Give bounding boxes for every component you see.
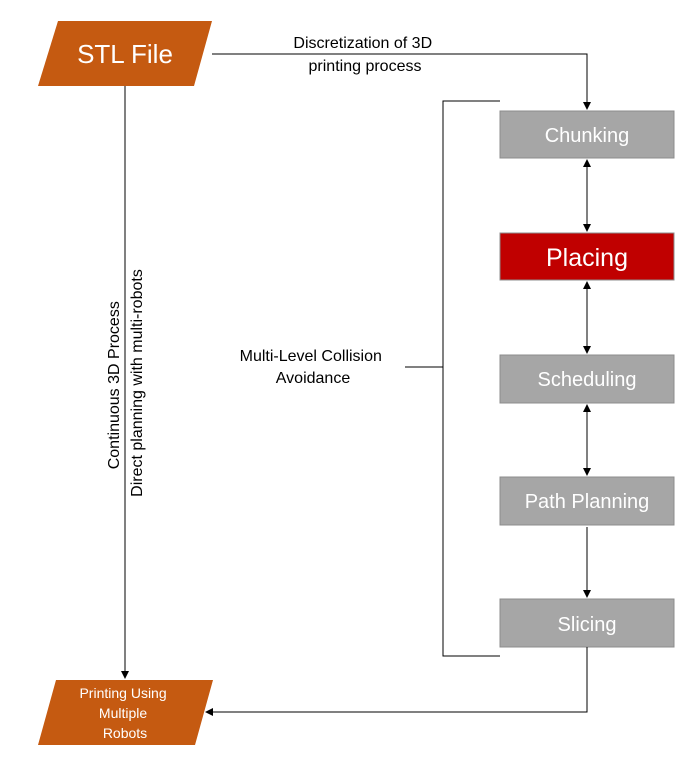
path-planning-node: Path Planning bbox=[499, 476, 675, 526]
printing-label-line-1: Printing Using bbox=[79, 685, 166, 701]
scheduling-node: Scheduling bbox=[499, 354, 675, 404]
slicing-box bbox=[499, 598, 675, 648]
edge-stl-to-chunking bbox=[212, 53, 591, 110]
discretization-label-line-1: Discretization of 3D bbox=[293, 35, 432, 52]
printing-label-line-3: Robots bbox=[103, 725, 147, 741]
path-planning-box bbox=[499, 476, 675, 526]
collision-label-line-1: Multi-Level Collision bbox=[240, 348, 382, 365]
collision-label: Multi-Level Collision Avoidance bbox=[240, 348, 387, 387]
slicing-label: Slicing bbox=[558, 614, 617, 636]
scheduling-box bbox=[499, 354, 675, 404]
printing-node: Printing Using Multiple Robots bbox=[38, 680, 213, 745]
collision-label-line-2: Avoidance bbox=[276, 370, 351, 387]
placing-label: Placing bbox=[546, 244, 628, 272]
printing-label: Printing Using Multiple Robots bbox=[79, 685, 170, 741]
discretization-label: Discretization of 3D printing process bbox=[293, 35, 436, 75]
chunking-label: Chunking bbox=[545, 125, 630, 147]
printing-shape bbox=[38, 680, 213, 745]
placing-box bbox=[499, 232, 675, 281]
chunking-box bbox=[499, 110, 675, 159]
slicing-node: Slicing bbox=[499, 598, 675, 648]
continuous-label-line-1: Continuous 3D Process bbox=[106, 301, 123, 469]
edge-slicing-to-printing bbox=[205, 647, 588, 716]
scheduling-label: Scheduling bbox=[538, 369, 637, 391]
path-planning-label: Path Planning bbox=[525, 491, 650, 513]
collision-bracket bbox=[442, 100, 500, 657]
stl-file-shape bbox=[38, 21, 212, 86]
placing-node: Placing bbox=[499, 232, 675, 281]
chunking-node: Chunking bbox=[499, 110, 675, 159]
continuous-label: Continuous 3D Process Direct planning wi… bbox=[106, 269, 146, 497]
printing-label-line-2: Multiple bbox=[99, 705, 147, 721]
stl-file-label: STL File bbox=[77, 39, 173, 69]
stl-file-node: STL File bbox=[38, 21, 212, 86]
discretization-label-line-2: printing process bbox=[309, 58, 422, 75]
continuous-label-line-2: Direct planning with multi-robots bbox=[129, 269, 146, 497]
